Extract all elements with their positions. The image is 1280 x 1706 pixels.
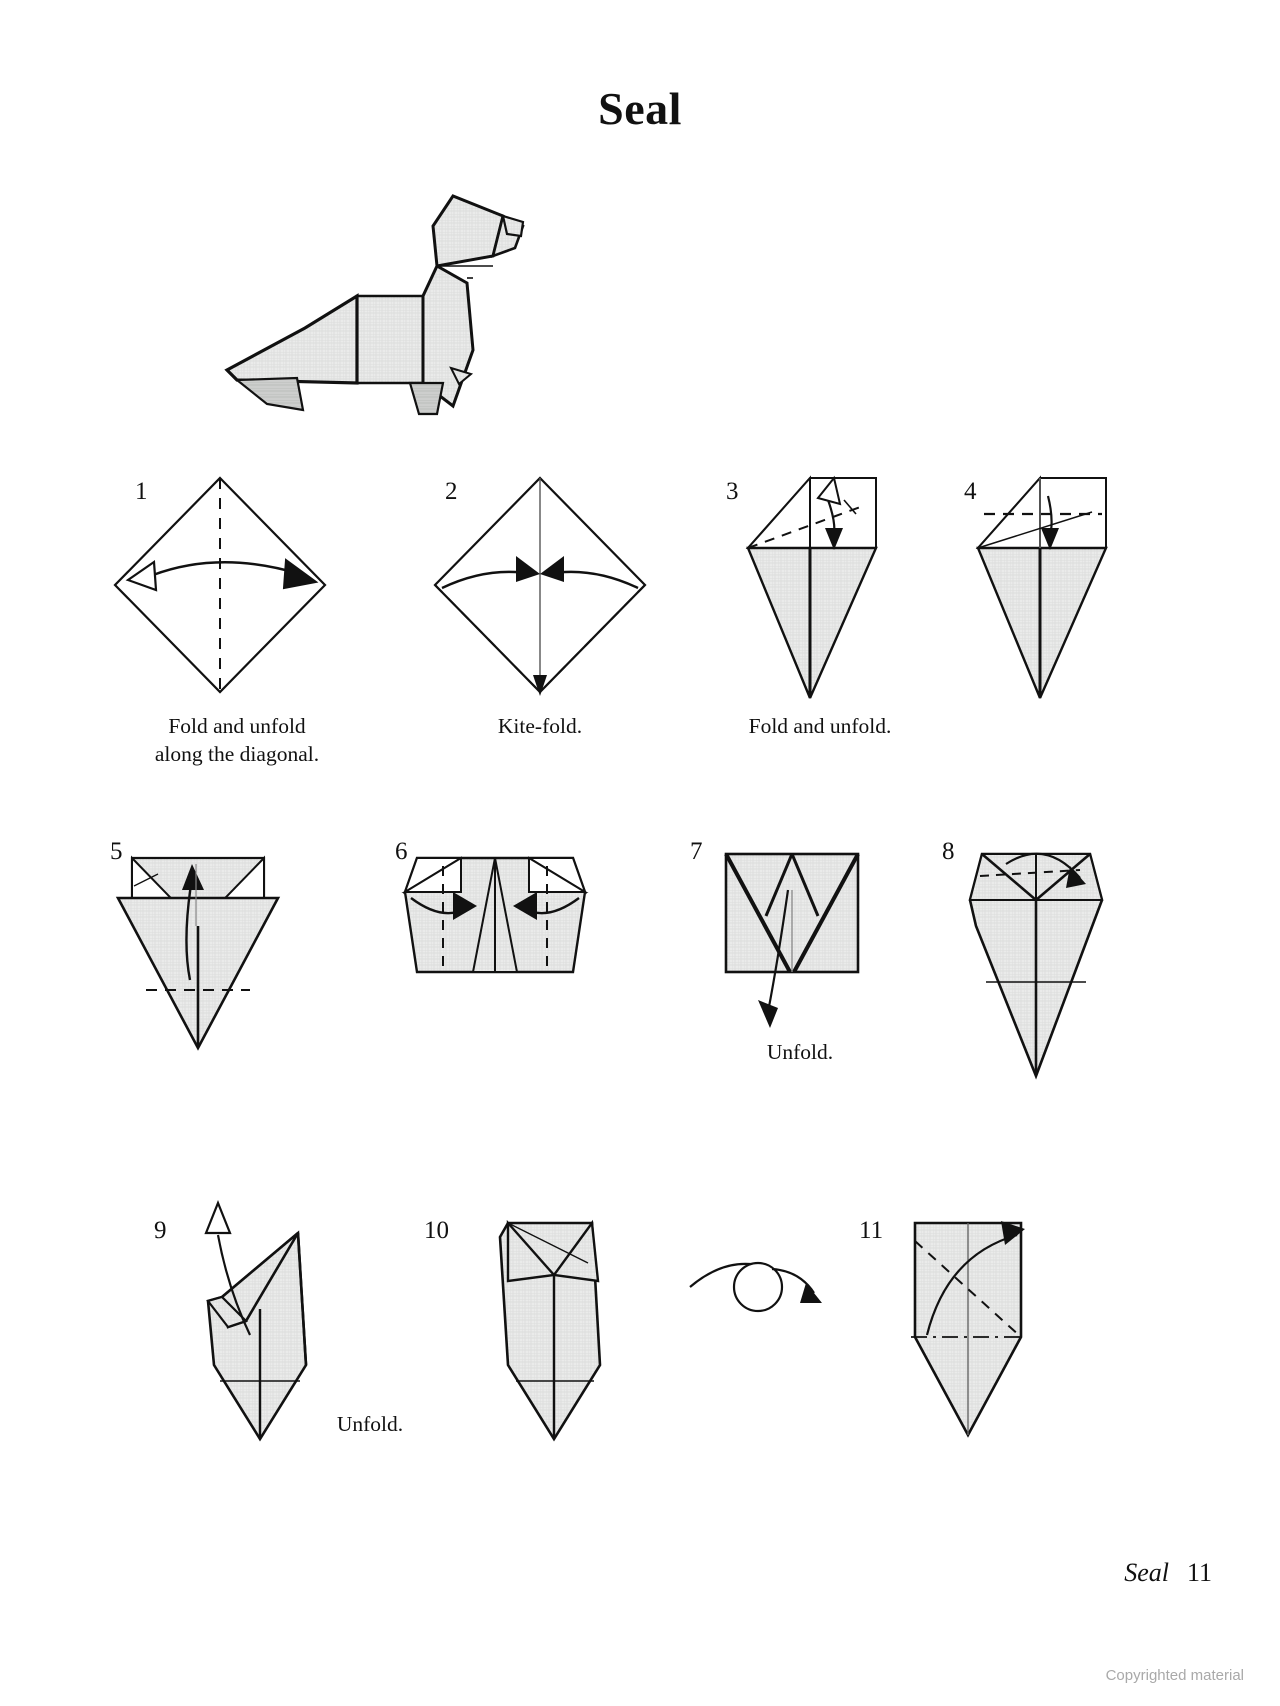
step-2-bottom-arrowhead [533, 675, 547, 696]
step-11: 11 [855, 1185, 1115, 1455]
model-head [431, 194, 505, 268]
step-10: 10 [420, 1185, 650, 1455]
step-3-left-flap [746, 546, 812, 699]
step-6: 6 [395, 830, 615, 1030]
unfold-arrow-down [758, 889, 790, 1028]
model-tail-shadow [233, 376, 305, 412]
footer-page-number: 11 [1186, 1558, 1212, 1587]
step-4-right-flap [1038, 546, 1108, 699]
step-7-inner-left [764, 853, 794, 917]
step-3-upper-left [745, 475, 811, 549]
fold-arrow [925, 1221, 1025, 1336]
two-inward-fold-arrows [410, 892, 580, 920]
upward-fold-arrow [182, 864, 204, 981]
step-5-number: 5 [110, 838, 123, 865]
step-2: 2 Kite-fold. [420, 470, 670, 738]
step-10-number: 10 [424, 1217, 449, 1244]
step-9-small-flap [206, 1295, 249, 1329]
step-2-crease-right [539, 584, 646, 693]
step-row-3: 9 Unfold. 10 [0, 1185, 1280, 1505]
step-9-body [206, 1230, 308, 1442]
step-11-number: 11 [859, 1217, 884, 1244]
valley-fold-arrow [1041, 495, 1059, 550]
model-tail [224, 293, 359, 385]
fold-and-unfold-arrow [125, 558, 319, 592]
step-8-edge-left [981, 853, 1037, 901]
step-7-inner-right [790, 853, 820, 917]
step-8-edge-right [1035, 853, 1091, 901]
step-9: 9 Unfold. [150, 1185, 403, 1455]
step-row-2: 5 6 [0, 830, 1280, 1190]
step-3-caption: Fold and unfold. [748, 714, 892, 738]
step-7: 7 Unfold. [690, 830, 910, 1064]
two-inward-fold-arrows [441, 556, 639, 590]
footer-model-name: Seal [1124, 1558, 1169, 1587]
model-torso [355, 294, 425, 385]
footer: Seal 11 [1124, 1558, 1212, 1588]
step-9-caption: Unfold. [336, 1412, 404, 1436]
step-4: 4 [962, 470, 1162, 710]
model-flipper [408, 381, 445, 416]
step-3-right-flap [808, 546, 878, 699]
step-2-crease-left [434, 584, 541, 693]
step-4-number: 4 [964, 478, 977, 505]
model-rear-flipper [449, 366, 474, 386]
step-1-caption: Fold and unfold along the diagonal. [154, 714, 320, 767]
turn-over-symbol [680, 1245, 850, 1335]
step-11-fold-crease [914, 1240, 1022, 1338]
step-8-fold-crease [979, 869, 1081, 877]
step-6-white-left-2 [401, 856, 462, 893]
step-row-1: 1 Fold and unfold along the diagonal. 2 [0, 470, 1280, 830]
step-5: 5 [110, 830, 330, 1070]
step-8-number: 8 [942, 838, 955, 865]
step-5-thin-crease [133, 873, 159, 887]
model-nose [501, 214, 525, 238]
step-2-caption: Kite-fold. [497, 714, 583, 738]
fold-and-unfold-arrow [816, 475, 857, 550]
step-3-fold-crease [747, 505, 864, 549]
step-1: 1 Fold and unfold along the diagonal. [110, 470, 370, 766]
step-7-number: 7 [690, 838, 703, 865]
copyright-notice: Copyrighted material [1105, 1667, 1244, 1684]
step-3-number: 3 [726, 478, 739, 505]
step-4-left-flap [976, 546, 1042, 699]
step-6-number: 6 [395, 838, 408, 865]
hollow-unfold-arrow [204, 1200, 251, 1336]
step-2-number: 2 [445, 478, 458, 505]
finished-model-illustration [205, 178, 545, 448]
step-7-diagonal-right [792, 853, 860, 973]
step-1-number: 1 [135, 478, 148, 505]
curved-fold-arrow [1005, 852, 1086, 888]
step-8: 8 [940, 830, 1160, 1090]
step-4-thin-crease [977, 511, 1093, 549]
page-title: Seal [598, 83, 682, 134]
step-7-caption: Unfold. [766, 1040, 834, 1064]
step-3: 3 Fold and unfold. [718, 470, 938, 738]
step-6-white-right-2 [528, 856, 589, 893]
step-10-thin-crease [507, 1222, 589, 1264]
step-9-right-edge [296, 1232, 308, 1366]
model-crease-lines [356, 265, 493, 383]
step-10-right-flap [551, 1219, 600, 1283]
step-9-number: 9 [154, 1217, 167, 1244]
step-10-left-flap [506, 1219, 557, 1283]
